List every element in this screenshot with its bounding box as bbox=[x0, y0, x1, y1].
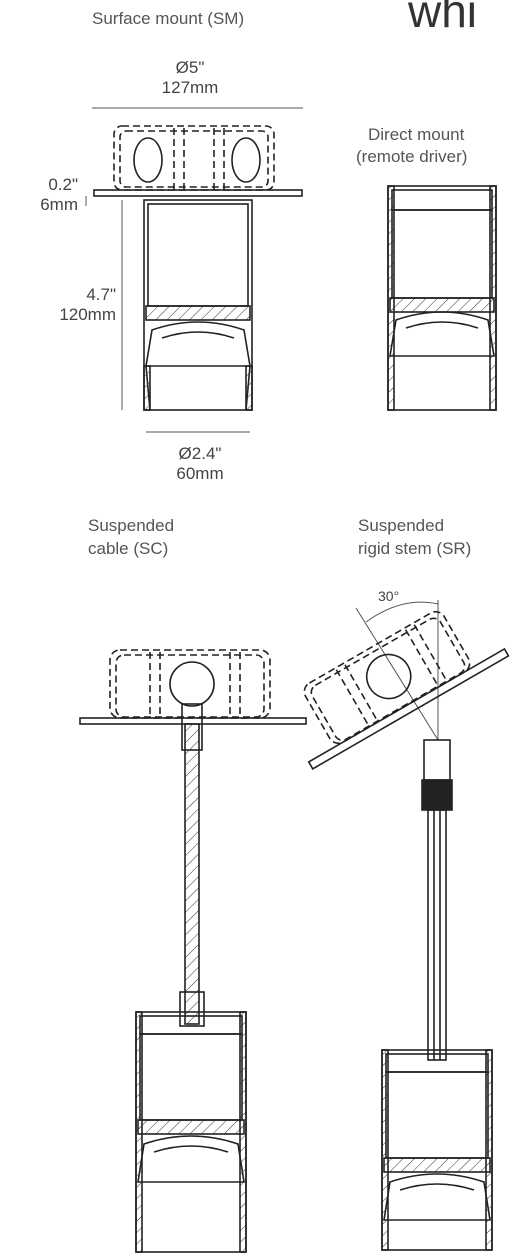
tilt-angle-label: 30° bbox=[378, 588, 400, 604]
surface-mount-drawing bbox=[85, 107, 303, 433]
suspended-cable-label-line1: Suspended bbox=[88, 516, 175, 535]
direct-mount-label-line1: Direct mount bbox=[368, 125, 465, 144]
height-inches: 4.7" bbox=[86, 285, 116, 304]
surface-mount-label: Surface mount (SM) bbox=[92, 9, 245, 28]
body-diameter-mm: 60mm bbox=[176, 464, 224, 483]
body-diameter-inches: Ø2.4" bbox=[178, 444, 222, 463]
direct-mount-label-line2: (remote driver) bbox=[356, 147, 468, 166]
height-mm: 120mm bbox=[59, 305, 116, 324]
suspended-rigid-drawing bbox=[303, 600, 510, 1251]
suspended-cable-label-line2: cable (SC) bbox=[88, 539, 169, 558]
direct-mount-drawing bbox=[387, 185, 497, 411]
suspended-cable-drawing bbox=[79, 649, 307, 1253]
canopy-diameter-inches: Ø5" bbox=[175, 58, 205, 77]
suspended-rigid-label-line2: rigid stem (SR) bbox=[358, 539, 472, 558]
canopy-diameter-mm: 127mm bbox=[161, 78, 219, 97]
canopy-thickness-inches: 0.2" bbox=[48, 175, 78, 194]
suspended-rigid-label-line1: Suspended bbox=[358, 516, 445, 535]
header-partial-title: whi bbox=[408, 0, 478, 37]
canopy-thickness-mm: 6mm bbox=[40, 195, 78, 214]
